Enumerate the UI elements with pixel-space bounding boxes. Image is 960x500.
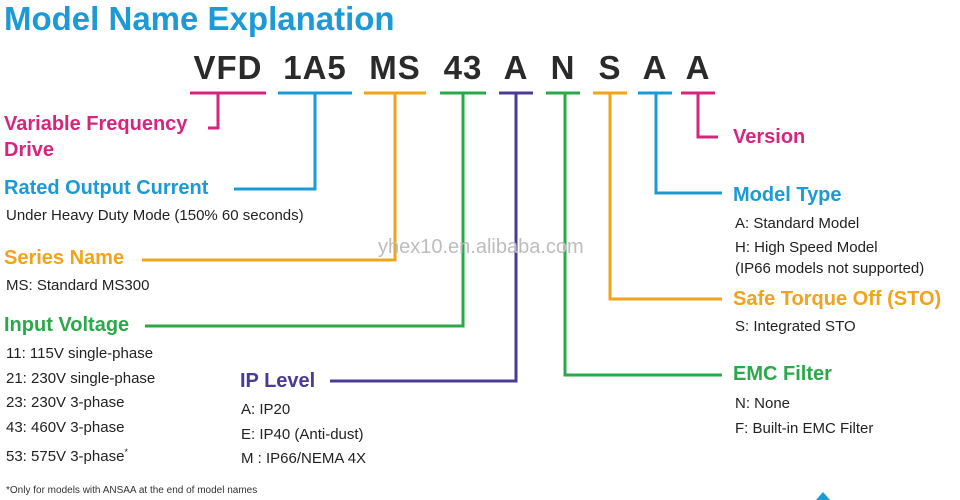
connector-series (142, 91, 426, 262)
voltage-desc-4-row: 53: 575V 3-phase* (6, 440, 155, 470)
connector-sto (593, 91, 722, 301)
model-type-desc: A: Standard Model H: High Speed Model (I… (735, 212, 924, 279)
emc-desc-1: F: Built-in EMC Filter (735, 419, 874, 437)
vfd-heading: Variable Frequency Drive (4, 111, 187, 163)
emc-desc: N: None F: Built-in EMC Filter (735, 392, 873, 441)
sto-desc-0: S: Integrated STO (735, 318, 856, 335)
code-part-ip: A (503, 49, 529, 86)
connector-model-type (638, 91, 722, 195)
model-type-heading: Model Type (733, 184, 842, 206)
code-part-emc: N (550, 49, 576, 86)
voltage-desc-3: 43: 460V 3-phase (6, 418, 125, 436)
watermark: yhex10.en.alibaba.com (378, 236, 584, 258)
connector-emc (546, 91, 722, 377)
code-part-sto: S (598, 49, 622, 86)
connector-voltage (145, 91, 486, 328)
connector-current (234, 91, 352, 191)
voltage-desc-0: 11: 115V single-phase (6, 345, 154, 362)
current-heading: Rated Output Current (4, 177, 209, 199)
emc-desc-0: N: None (735, 395, 791, 412)
code-part-vfd: VFD (193, 49, 263, 86)
vfd-heading-line2: Drive (4, 139, 55, 161)
sto-heading: Safe Torque Off (STO) (733, 288, 942, 310)
ip-desc: A: IP20 E: IP40 (Anti-dust) M : IP66/NEM… (241, 398, 366, 472)
vfd-heading-line1: Variable Frequency (4, 113, 188, 135)
voltage-desc-2: 23: 230V 3-phase (6, 394, 125, 411)
voltage-desc: 11: 115V single-phase 21: 230V single-ph… (6, 342, 155, 470)
model-type-desc-0: A: Standard Model (735, 215, 860, 232)
footnote-mark: * (124, 447, 128, 457)
current-desc-0: Under Heavy Duty Mode (150% 60 seconds) (6, 207, 304, 224)
code-part-series: MS (369, 49, 421, 86)
connector-version (681, 91, 718, 139)
model-type-desc-1: H: High Speed Model (735, 238, 878, 256)
code-part-current: 1A5 (283, 49, 347, 86)
connector-vfd (190, 91, 266, 130)
page-title: Model Name Explanation (4, 0, 395, 37)
code-part-version: A (685, 49, 711, 86)
ip-desc-1: E: IP40 (Anti-dust) (241, 425, 364, 443)
ip-desc-2: M : IP66/NEMA 4X (241, 450, 367, 467)
corner-triangle-icon (816, 492, 830, 500)
ip-desc-0: A: IP20 (241, 401, 291, 418)
ip-heading: IP Level (240, 370, 316, 392)
voltage-desc-4: 53: 575V 3-phase (6, 448, 125, 465)
code-part-model-type: A (642, 49, 668, 86)
emc-heading: EMC Filter (733, 363, 832, 385)
voltage-heading: Input Voltage (4, 314, 130, 336)
series-desc-0: MS: Standard MS300 (6, 277, 150, 294)
footnote: *Only for models with ANSAA at the end o… (6, 485, 258, 496)
connector-ip (330, 91, 533, 383)
voltage-desc-1: 21: 230V single-phase (6, 369, 156, 387)
series-heading: Series Name (4, 247, 125, 269)
code-part-voltage: 43 (443, 49, 483, 86)
model-type-desc-2: (IP66 models not supported) (735, 259, 925, 277)
version-heading: Version (733, 126, 806, 148)
